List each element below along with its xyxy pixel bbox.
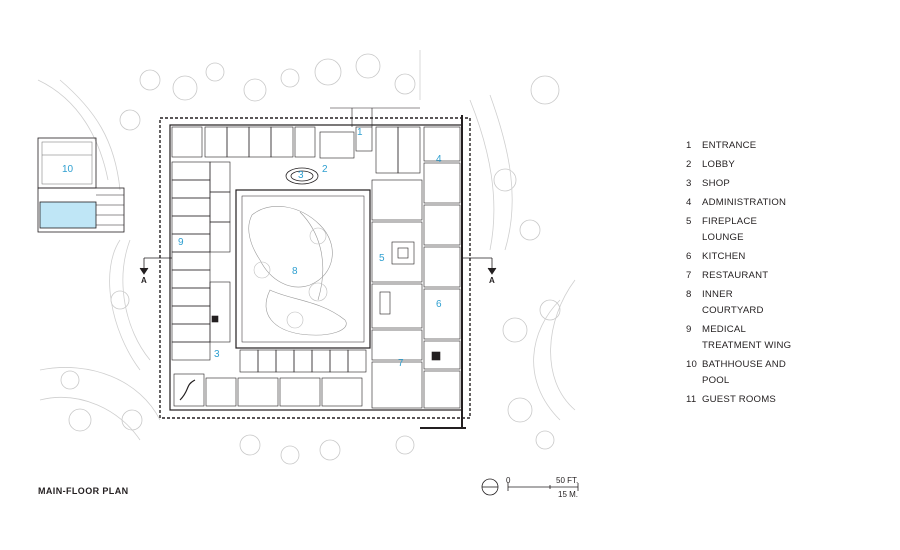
section-cut-label-east: A (489, 276, 495, 285)
east-wing (371, 126, 461, 409)
landscape-trees (60, 53, 561, 465)
section-cut-label-west: A (141, 276, 147, 285)
legend-item: 9 MEDICAL TREATMENT WING (686, 322, 886, 354)
plan-legend: 1 ENTRANCE 2 LOBBY 3 SHOP 4 ADMINISTRATION 5… (686, 138, 886, 411)
lobby-feature (285, 167, 319, 185)
legend-item: 6 KITCHEN (686, 249, 886, 265)
guest-rooms-north (171, 126, 421, 174)
plan-number-restaurant: 7 (398, 358, 404, 369)
plan-number-bathhouse: 10 (62, 164, 74, 175)
legend-number: 6 (686, 251, 692, 262)
legend-number: 3 (686, 178, 692, 189)
legend-item: 5 FIREPLACE LOUNGE (686, 214, 886, 246)
legend-item: 2 LOBBY (686, 157, 886, 173)
legend-item: 3 SHOP (686, 176, 886, 192)
legend-label: RESTAURANT (702, 270, 769, 281)
plan-number-administration: 4 (436, 154, 442, 165)
building-outline (159, 115, 471, 429)
plan-caption: MAIN-FLOOR PLAN (38, 486, 129, 496)
entrance-canopy (330, 107, 420, 127)
legend-label: KITCHEN (702, 251, 746, 262)
legend-number: 4 (686, 197, 692, 208)
legend-label: SHOP (702, 178, 730, 189)
legend-item: 11 GUEST ROOMS (686, 392, 886, 408)
landscape-paths (37, 50, 576, 441)
legend-item: 8 INNER COURTYARD (686, 287, 886, 319)
legend-number: 2 (686, 159, 692, 170)
scale-zero-label: 0 (506, 476, 511, 485)
legend-item: 10 BATHHOUSE AND POOL (686, 357, 886, 389)
legend-label: GUEST ROOMS (702, 394, 776, 405)
plan-number-fireplace-lounge: 5 (379, 253, 385, 264)
legend-number: 5 (686, 216, 692, 227)
legend-label: LOBBY (702, 159, 735, 170)
legend-item: 7 RESTAURANT (686, 268, 886, 284)
legend-number: 7 (686, 270, 692, 281)
north-arrow (481, 478, 499, 496)
legend-number: 11 (686, 394, 697, 405)
plan-number-shop-2: 3 (214, 349, 220, 360)
plan-number-shop-1: 3 (298, 170, 304, 181)
courtyard-landscape (248, 205, 347, 336)
section-cut-markers (139, 257, 497, 275)
legend-label: FIREPLACE LOUNGE (702, 216, 758, 243)
legend-number: 1 (686, 140, 692, 151)
legend-number: 9 (686, 324, 692, 335)
legend-number: 8 (686, 289, 692, 300)
plan-number-lobby: 2 (322, 164, 328, 175)
scale-meters-label: 15 M. (558, 490, 579, 499)
bathhouse-and-pool (37, 137, 125, 233)
plan-number-inner-courtyard: 8 (292, 266, 298, 277)
guest-rooms-west (171, 161, 231, 361)
legend-label: INNER COURTYARD (702, 289, 764, 316)
legend-item: 4 ADMINISTRATION (686, 195, 886, 211)
legend-label: BATHHOUSE AND POOL (702, 359, 786, 386)
legend-label: MEDICAL TREATMENT WING (702, 324, 792, 351)
legend-item: 1 ENTRANCE (686, 138, 886, 154)
legend-number: 10 (686, 359, 698, 370)
scale-bar (507, 483, 579, 491)
scale-feet-label: 50 FT. (556, 476, 579, 485)
plan-number-kitchen: 6 (436, 299, 442, 310)
legend-label: ADMINISTRATION (702, 197, 787, 208)
legend-label: ENTRANCE (702, 140, 757, 151)
plan-number-entrance: 1 (357, 127, 363, 138)
guest-rooms-south (173, 349, 367, 407)
plan-number-medical-treatment: 9 (178, 237, 184, 248)
